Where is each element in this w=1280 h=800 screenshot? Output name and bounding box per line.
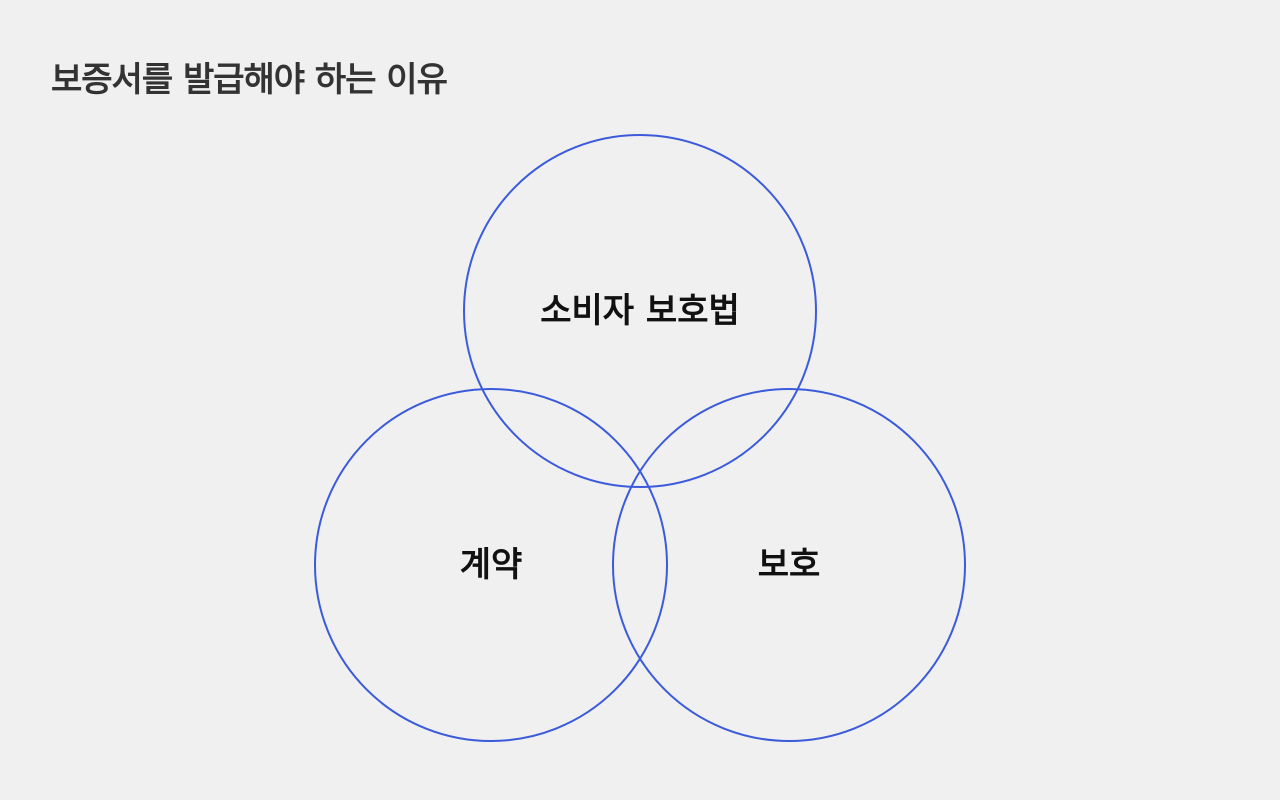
venn-circle-contract bbox=[314, 388, 668, 742]
venn-label-contract: 계약 bbox=[460, 545, 523, 585]
venn-label-consumer-protection-law: 소비자 보호법 bbox=[540, 291, 740, 331]
venn-circle-consumer-protection-law bbox=[463, 134, 817, 488]
venn-label-protection: 보호 bbox=[758, 545, 821, 585]
venn-circle-protection bbox=[612, 388, 966, 742]
page-title: 보증서를 발급해야 하는 이유 bbox=[51, 60, 448, 100]
